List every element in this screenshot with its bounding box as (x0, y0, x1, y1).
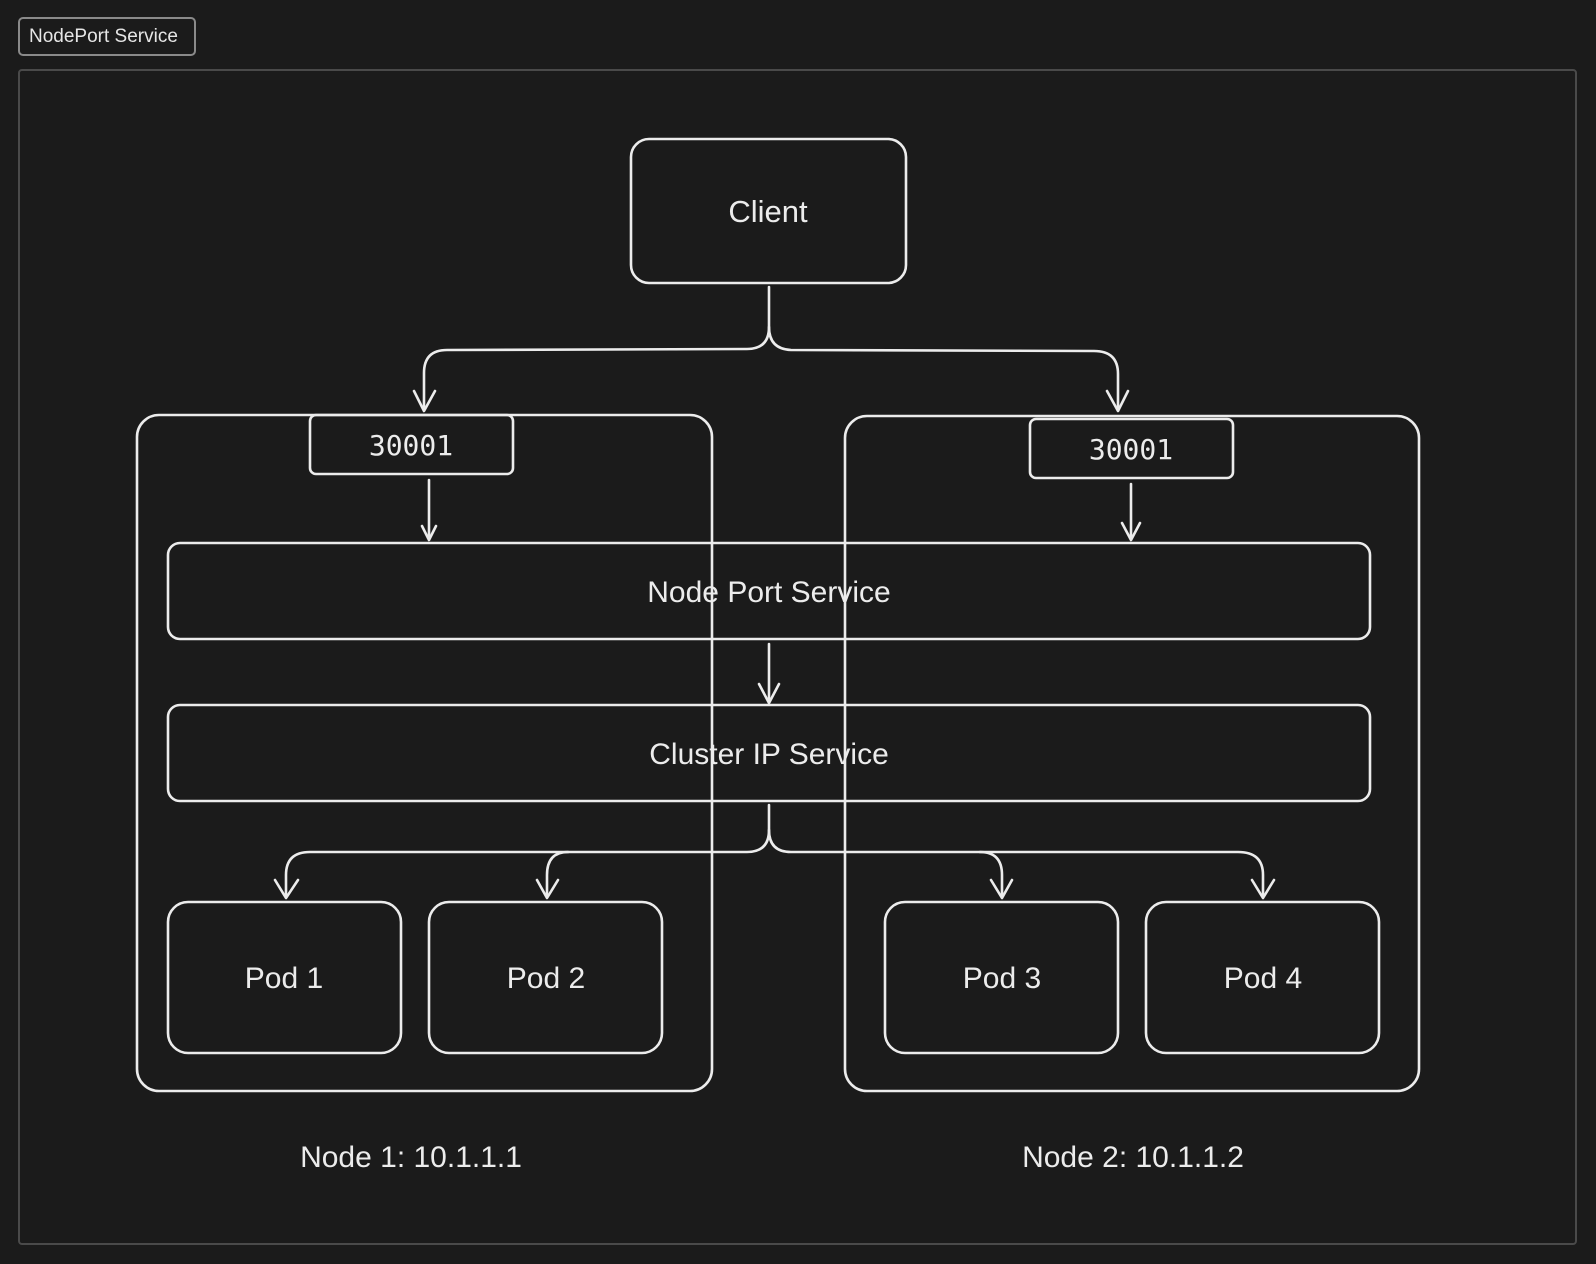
arrowhead-node-1-port (412, 389, 437, 413)
arrowhead-pod-4 (1250, 878, 1276, 900)
node-1-container[interactable] (135, 413, 714, 1093)
arrow-clusterip-to-pod-3 (767, 828, 1004, 899)
arrowhead-pod-2 (535, 878, 560, 900)
pod-1-label: Pod 1 (245, 962, 323, 995)
cluster-ip-service-box[interactable] (166, 703, 1372, 803)
node-port-service-label: Node Port Service (647, 576, 890, 609)
arrowhead-nodeport-right (1120, 521, 1142, 542)
node-2-container[interactable] (843, 414, 1421, 1093)
node-2-port-box[interactable] (1028, 417, 1235, 480)
arrow-client-to-node-2-port (767, 325, 1120, 412)
frame-title[interactable]: NodePort Service (18, 17, 196, 56)
node-port-service-box[interactable] (166, 541, 1372, 641)
arrowhead-pod-3 (989, 878, 1014, 900)
client-label: Client (728, 194, 808, 229)
arrowhead-clusterip (757, 682, 781, 705)
pod-3-label: Pod 3 (963, 962, 1041, 995)
pod-1-box[interactable] (166, 900, 403, 1055)
arrowhead-node-2-port (1105, 389, 1130, 413)
node-2-label: Node 2: 10.1.1.2 (1022, 1141, 1244, 1174)
arrow-clusterip-to-pod-4 (978, 850, 1265, 899)
node-1-port-label: 30001 (369, 429, 453, 462)
pod-3-box[interactable] (883, 900, 1120, 1055)
pod-4-box[interactable] (1144, 900, 1381, 1055)
pod-2-box[interactable] (427, 900, 664, 1055)
arrow-clusterip-to-pod-1 (284, 803, 771, 899)
arrow-client-to-node-1-port (422, 285, 771, 412)
cluster-ip-service-label: Cluster IP Service (649, 738, 889, 771)
arrowhead-nodeport-left (420, 524, 438, 542)
node-2-port-label: 30001 (1089, 433, 1173, 466)
pod-4-label: Pod 4 (1224, 962, 1302, 995)
arrowhead-pod-1 (273, 878, 300, 900)
client-box[interactable] (629, 137, 908, 285)
node-1-port-box[interactable] (308, 413, 515, 476)
pod-2-label: Pod 2 (507, 962, 585, 995)
node-1-label: Node 1: 10.1.1.1 (300, 1141, 522, 1174)
arrow-clusterip-to-pod-2 (545, 850, 570, 899)
diagram-frame (18, 69, 1577, 1245)
